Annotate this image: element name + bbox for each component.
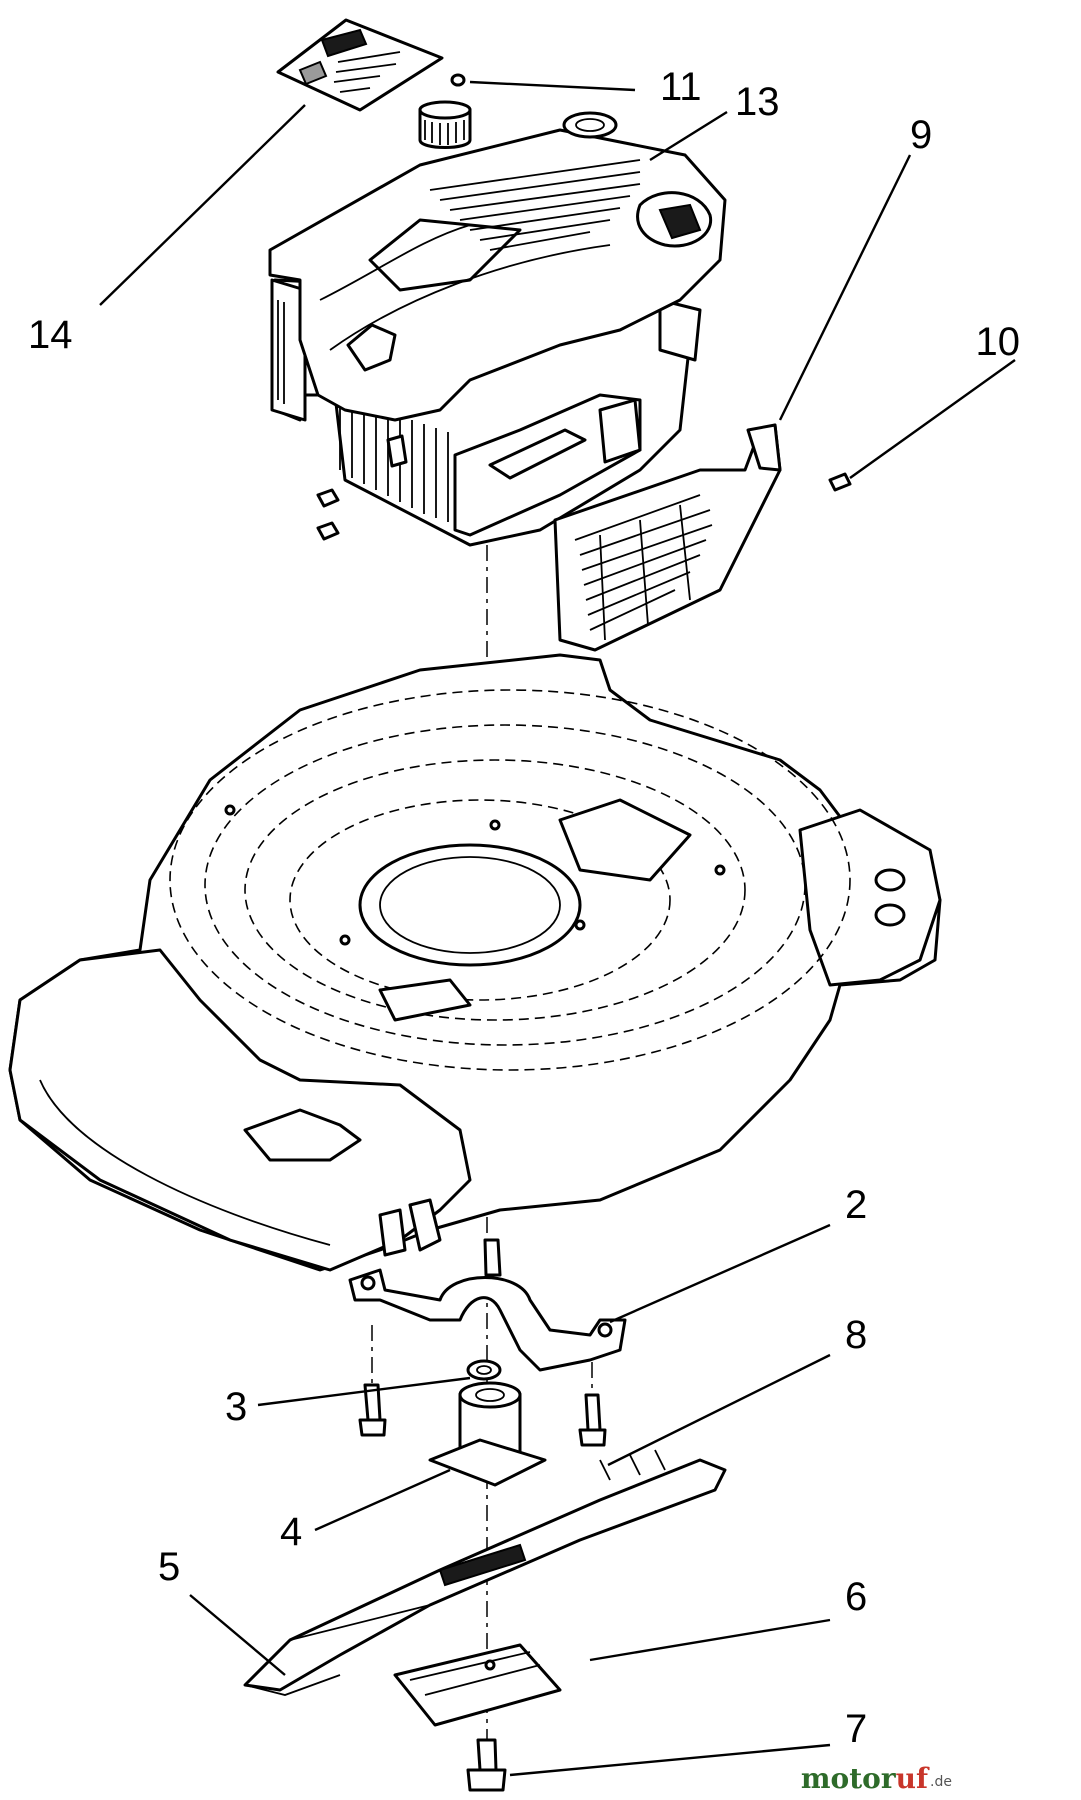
watermark: motoruf .de	[801, 1762, 952, 1795]
bolts-part-8	[358, 1383, 607, 1447]
callout-6: 6	[845, 1575, 867, 1619]
callout-5: 5	[158, 1545, 180, 1589]
heat-shield-part-9	[553, 423, 782, 652]
washer-part-3	[466, 1359, 502, 1381]
blade-bolt-part-7	[466, 1738, 507, 1792]
watermark-part1: motor	[801, 1762, 897, 1795]
callout-7: 7	[845, 1707, 867, 1751]
callout-9: 9	[910, 113, 932, 157]
adapter-part-4	[428, 1381, 547, 1487]
decal-part-14	[276, 18, 444, 112]
blade-part-5	[243, 1449, 727, 1696]
callout-labels: 11 13 9 14 10 2 8 3 4 5 6 7	[28, 65, 1020, 1751]
screw-part-11	[450, 73, 466, 87]
bolt-above-bracket	[483, 1238, 502, 1277]
watermark-part2: uf	[896, 1762, 930, 1795]
blade-washer-part-6	[393, 1643, 562, 1727]
callout-8: 8	[845, 1313, 867, 1357]
watermark-text: motoruf	[801, 1762, 930, 1795]
callout-2: 2	[845, 1183, 867, 1227]
mower-deck	[8, 653, 942, 1272]
watermark-suffix: .de	[930, 1774, 952, 1790]
engine-part-13	[268, 100, 727, 547]
screw-part-10	[828, 472, 852, 492]
callout-13: 13	[735, 80, 780, 124]
leader-lines	[99, 80, 1016, 1777]
callout-4: 4	[280, 1510, 302, 1554]
callout-3: 3	[225, 1385, 247, 1429]
callout-10: 10	[976, 320, 1021, 364]
callout-14: 14	[28, 313, 73, 357]
callout-11: 11	[660, 65, 702, 109]
